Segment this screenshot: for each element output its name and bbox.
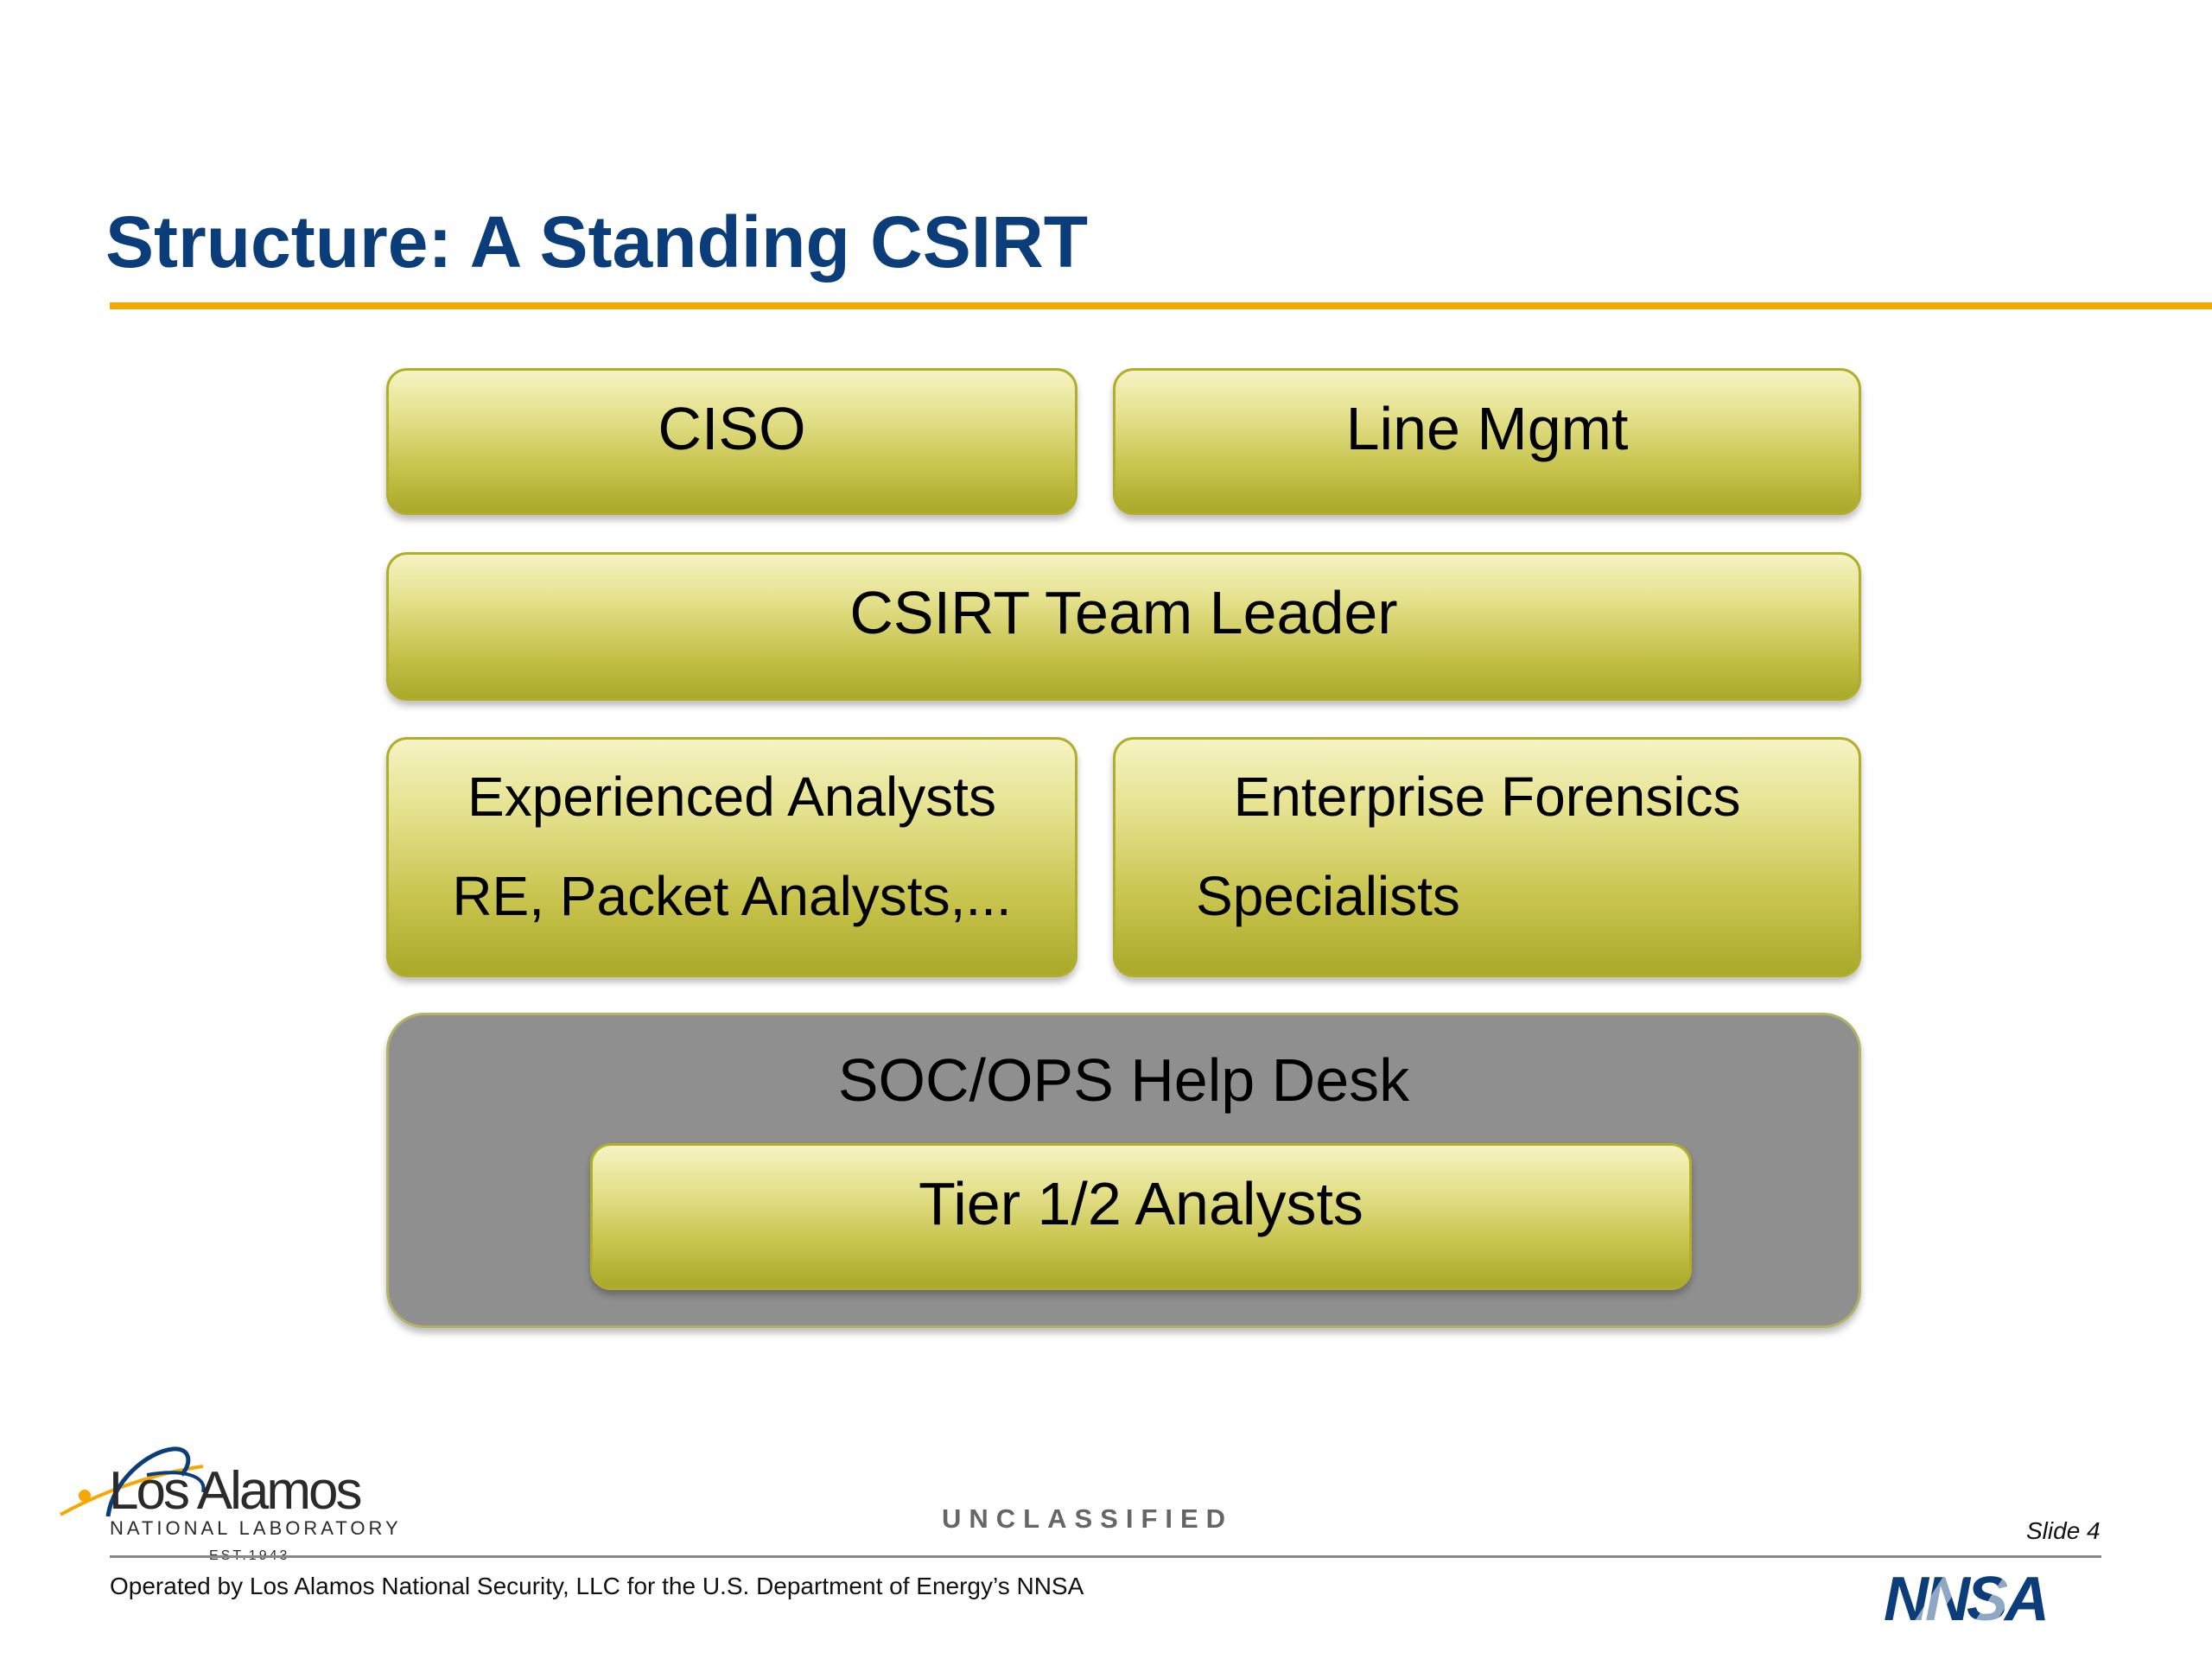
operated-by-text: Operated by Los Alamos National Security… xyxy=(110,1573,1084,1599)
slide-number: Slide 4 xyxy=(2026,1517,2101,1544)
enterprise-forensics-detail: Specialists xyxy=(1196,865,1460,927)
title-underline xyxy=(110,302,2212,309)
experienced-analysts-detail: RE, Packet Analysts,... xyxy=(452,865,1012,927)
enterprise-forensics-box: Enterprise Forensics Specialists xyxy=(1113,737,1861,977)
line-mgmt-box: Line Mgmt xyxy=(1113,368,1861,515)
footer-divider xyxy=(110,1555,2101,1558)
classification-banner: UNCLASSIFIED xyxy=(942,1503,1234,1534)
tier-analysts-label: Tier 1/2 Analysts xyxy=(918,1170,1363,1237)
experienced-analysts-box: Experienced Analysts RE, Packet Analysts… xyxy=(386,737,1077,977)
soc-help-desk-box: SOC/OPS Help Desk Tier 1/2 Analysts xyxy=(386,1013,1861,1328)
team-leader-box: CSIRT Team Leader xyxy=(386,552,1861,701)
enterprise-forensics-label: Enterprise Forensics xyxy=(1233,766,1741,828)
line-mgmt-label: Line Mgmt xyxy=(1345,395,1629,462)
team-leader-label: CSIRT Team Leader xyxy=(849,579,1398,646)
los-alamos-wordmark: Los Alamos xyxy=(109,1461,363,1521)
experienced-analysts-label: Experienced Analysts xyxy=(467,766,996,828)
soc-help-desk-label: SOC/OPS Help Desk xyxy=(837,1046,1410,1114)
tier-analysts-box: Tier 1/2 Analysts xyxy=(590,1143,1692,1290)
los-alamos-atom-icon xyxy=(60,1446,206,1517)
los-alamos-subtitle: NATIONAL LABORATORY xyxy=(110,1517,402,1539)
nnsa-logo-icon: NNSA xyxy=(1884,1568,2050,1629)
ciso-label: CISO xyxy=(658,395,806,462)
slide-title: Structure: A Standing CSIRT xyxy=(105,201,1089,283)
ciso-box: CISO xyxy=(386,368,1077,515)
